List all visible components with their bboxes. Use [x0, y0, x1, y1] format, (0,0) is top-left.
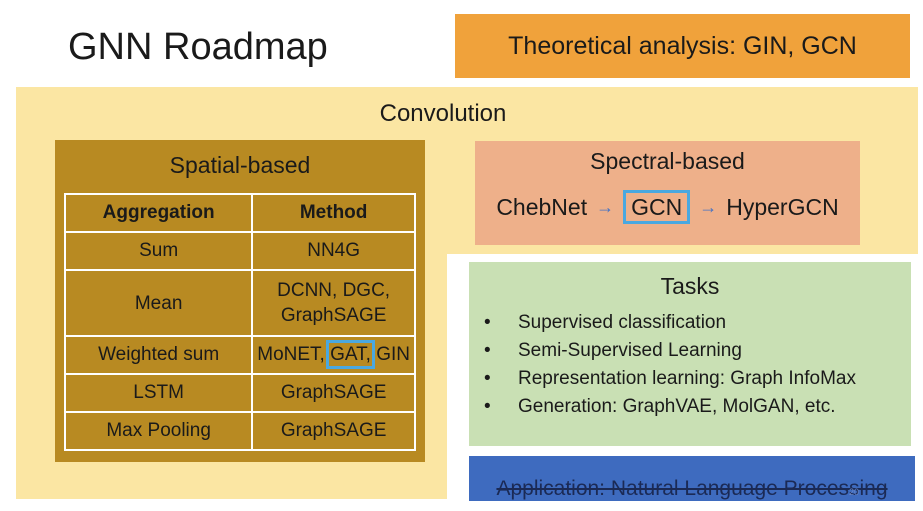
spatial-based-title: Spatial-based: [169, 152, 311, 178]
task-label: Supervised classification: [518, 312, 727, 333]
spectral-based-title: Spectral-based: [590, 148, 745, 174]
table-row: LSTM GraphSAGE: [63, 373, 416, 413]
gat-highlight: GAT,: [326, 340, 375, 369]
list-item: • Generation: GraphVAE, MolGAN, etc.: [484, 393, 856, 421]
application-label: Application: Natural Language Processing: [496, 476, 888, 500]
aggregation-cell: Mean: [63, 269, 254, 337]
aggregation-table: Aggregation Method Sum NN4G Mean DCNN, D…: [63, 193, 416, 451]
list-item: • Supervised classification: [484, 309, 856, 337]
table-row: Sum NN4G: [63, 231, 416, 271]
aggregation-cell: Sum: [63, 231, 254, 271]
table-row: Mean DCNN, DGC, GraphSAGE: [63, 269, 416, 337]
method-text: GIN: [370, 344, 410, 365]
application-box: Application: Natural Language Processing: [469, 456, 915, 501]
bullet-icon: •: [484, 340, 491, 361]
table-header-row: Aggregation Method: [63, 193, 416, 233]
theoretical-analysis-label: Theoretical analysis: GIN, GCN: [508, 31, 857, 60]
list-item: • Representation learning: Graph InfoMax: [484, 365, 856, 393]
spectral-flow: ChebNet → GCN → HyperGCN: [475, 190, 860, 224]
bullet-icon: •: [484, 396, 491, 417]
method-cell: NN4G: [251, 231, 416, 271]
aggregation-cell: Max Pooling: [63, 411, 254, 451]
tasks-box: [469, 262, 911, 446]
aggregation-cell: Weighted sum: [63, 335, 254, 375]
task-label: Semi-Supervised Learning: [518, 340, 742, 361]
page-number: 20: [849, 487, 860, 497]
theoretical-analysis-box: Theoretical analysis: GIN, GCN: [455, 14, 910, 78]
method-line: GraphSAGE: [280, 305, 387, 326]
arrow-right-icon: →: [699, 196, 718, 217]
gcn-node: GCN: [623, 190, 691, 224]
tasks-list: • Supervised classification • Semi-Supervi…: [484, 309, 856, 421]
arrow-right-icon: →: [596, 196, 615, 217]
list-item: • Semi-Supervised Learning: [484, 337, 856, 365]
slide-title: GNN Roadmap: [68, 26, 328, 68]
method-cell: MoNET, GAT, GIN: [251, 335, 416, 375]
method-header: Method: [251, 193, 416, 233]
table-row: Weighted sum MoNET, GAT, GIN: [63, 335, 416, 375]
hypergcn-node: HyperGCN: [726, 193, 839, 220]
chebnet-node: ChebNet: [496, 193, 588, 220]
aggregation-cell: LSTM: [63, 373, 254, 413]
method-cell: DCNN, DGC, GraphSAGE: [251, 269, 416, 337]
method-line: DCNN, DGC,: [277, 280, 391, 301]
task-label: Representation learning: Graph InfoMax: [518, 368, 856, 389]
method-cell: GraphSAGE: [251, 373, 416, 413]
bullet-icon: •: [484, 368, 491, 389]
tasks-title: Tasks: [660, 273, 720, 299]
task-label: Generation: GraphVAE, MolGAN, etc.: [518, 396, 836, 417]
spectral-based-box: [475, 141, 860, 245]
bullet-icon: •: [484, 312, 491, 333]
convolution-label: Convolution: [379, 100, 507, 127]
aggregation-header: Aggregation: [63, 193, 254, 233]
table-row: Max Pooling GraphSAGE: [63, 411, 416, 451]
method-cell: GraphSAGE: [251, 411, 416, 451]
method-text: MoNET,: [257, 344, 331, 365]
